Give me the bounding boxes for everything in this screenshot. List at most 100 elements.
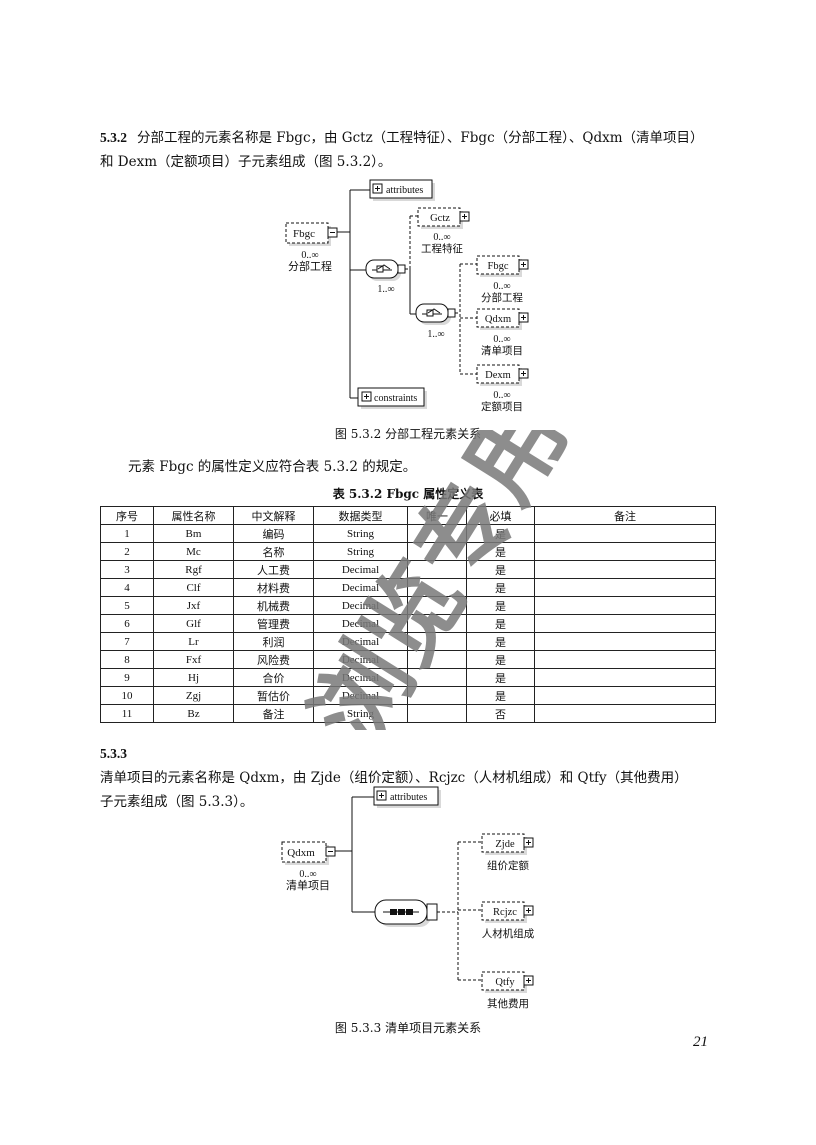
gctz-card: 0..∞ [433,232,450,243]
table-cell [534,560,716,579]
table-cell: String [313,542,408,561]
table-cell: 材料费 [233,578,314,597]
table-cell: 是 [466,542,535,561]
table-cell [407,524,467,543]
table-cell: Decimal [313,596,408,615]
table-cell: 10 [100,686,154,705]
table-cell [407,596,467,615]
header-cell: 必填 [466,506,535,525]
table-cell: 2 [100,542,154,561]
gctz-cn: 工程特征 [421,243,463,255]
table-cell: String [313,524,408,543]
header-cell: 属性名称 [153,506,234,525]
figure-5-3-2-diagram: Fbgc 0..∞ 分部工程 attributes 1..∞ Gctz 0..∞… [285,179,529,413]
table-cell: Glf [153,614,234,633]
table-cell: 否 [466,704,535,723]
root-qdxm-label: Qdxm [287,847,315,859]
table-cell: Clf [153,578,234,597]
constraints-box[interactable] [357,387,425,407]
dexm-child-cn: 定额项目 [481,400,523,413]
table-cell [534,704,716,723]
table-cell: 是 [466,578,535,597]
table-cell [407,578,467,597]
table-cell: Decimal [313,686,408,705]
table-cell: 8 [100,650,154,669]
table-header-row: 序号 属性名称 中文解释 数据类型 唯一 必填 备注 [100,506,716,525]
table-cell [407,686,467,705]
fbgc-child-cn: 分部工程 [481,291,523,304]
rcjzc-cn: 人材机组成 [482,927,535,940]
table-cell: 6 [100,614,154,633]
table-cell: 是 [466,632,535,651]
table-cell: 是 [466,614,535,633]
header-cell: 序号 [100,506,154,525]
dexm-child-card: 0..∞ [493,390,510,401]
table-cell [407,704,467,723]
header-cell: 唯一 [407,506,467,525]
table-cell: 9 [100,668,154,687]
seq2-card: 1..∞ [427,329,444,340]
table-cell: Bm [153,524,234,543]
attributes-box[interactable] [369,179,433,199]
table-cell: 是 [466,686,535,705]
table-cell [534,596,716,615]
table-cell [407,542,467,561]
attributes-label: attributes [386,185,423,196]
section-number: 5.3.3 [100,746,127,761]
table-cell: 是 [466,650,535,669]
table-cell: 机械费 [233,596,314,615]
table-cell: String [313,704,408,723]
gctz-label: Gctz [430,213,450,224]
table-cell: 是 [466,668,535,687]
header-cell: 数据类型 [313,506,408,525]
table-cell: 编码 [233,524,314,543]
constraints-label: constraints [374,393,417,404]
qtfy-label: Qtfy [495,977,515,988]
table-cell: 是 [466,596,535,615]
table-cell [534,650,716,669]
table-cell: Decimal [313,614,408,633]
table-cell: 暂估价 [233,686,314,705]
table-cell: Zgj [153,686,234,705]
qdxm-child-cn: 清单项目 [481,344,523,357]
table-cell [534,524,716,543]
root-fbgc-card: 0..∞ [301,250,318,261]
table-cell: 5 [100,596,154,615]
table-cell: Bz [153,704,234,723]
header-cell: 备注 [534,506,716,525]
section-5-3-3: 5.3.3清单项目的元素名称是 Qdxm，由 Zjde（组价定额）、Rcjzc（… [100,742,720,814]
table-cell: 7 [100,632,154,651]
table-cell [407,650,467,669]
table-cell [534,668,716,687]
table-cell [407,560,467,579]
attributes-box[interactable] [373,786,439,806]
table-cell [534,632,716,651]
table-cell: 1 [100,524,154,543]
root-qdxm-box [281,841,327,863]
table-cell: Decimal [313,668,408,687]
table-cell: 风险费 [233,650,314,669]
table-cell [534,614,716,633]
figure-5-3-3-diagram: Qdxm 0..∞ 清单项目 attributes Zjde 组价定额 Rcjz… [281,786,535,1010]
figure-5-3-2-caption: 图 5.3.2 分部工程元素关系 [334,427,482,441]
table-5-3-2-caption: 表 5.3.2 Fbgc 属性定义表 [332,487,484,501]
qdxm-child-card: 0..∞ [493,334,510,345]
rcjzc-label: Rcjzc [493,907,517,918]
zjde-label: Zjde [495,839,515,850]
figure-5-3-3-caption: 图 5.3.3 清单项目元素关系 [334,1021,482,1035]
section-5-3-3-line2: 子元素组成（图 5.3.3）。 [100,794,254,810]
zjde-cn: 组价定额 [487,859,529,872]
table-cell: Decimal [313,632,408,651]
